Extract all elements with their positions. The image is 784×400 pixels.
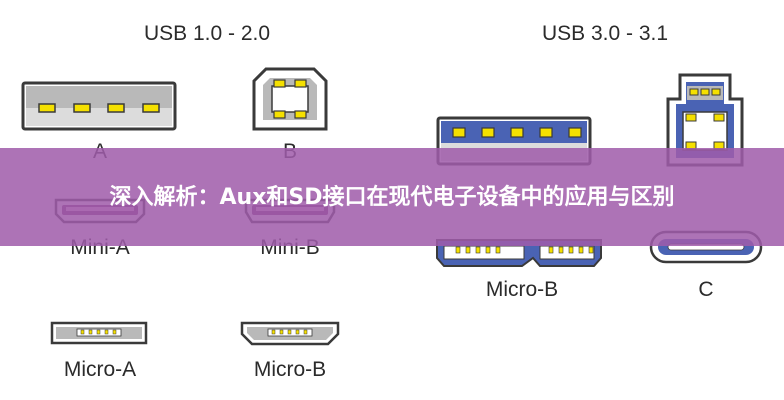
usb-a-connector-icon	[21, 81, 177, 131]
micro-b-connector-icon	[240, 321, 340, 346]
heading-usb-3: USB 3.0 - 3.1	[542, 22, 668, 45]
heading-usb-1-2: USB 1.0 - 2.0	[144, 22, 270, 45]
label-micro-b: Micro-B	[254, 358, 326, 381]
usb3-b-connector-icon	[666, 73, 744, 167]
micro-a-connector-icon	[50, 321, 148, 345]
label-micro-b-usb3: Micro-B	[486, 278, 558, 301]
title-banner: 深入解析：Aux和SD接口在现代电子设备中的应用与区别	[0, 148, 784, 246]
label-micro-a: Micro-A	[64, 358, 136, 381]
banner-title: 深入解析：Aux和SD接口在现代电子设备中的应用与区别	[109, 184, 675, 210]
usb-b-connector-icon	[252, 67, 328, 131]
label-c: C	[698, 278, 713, 301]
usb3-micro-b-connector-icon	[436, 239, 602, 267]
